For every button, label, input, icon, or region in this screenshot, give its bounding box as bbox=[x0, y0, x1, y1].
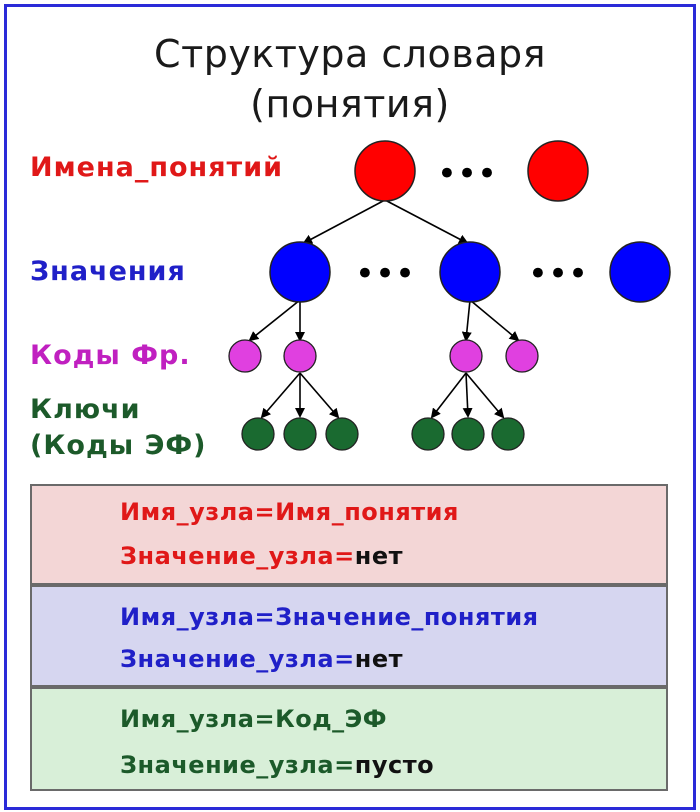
value-node bbox=[269, 241, 331, 303]
diagram-title: Структура словаря bbox=[154, 32, 546, 76]
key-node bbox=[241, 417, 275, 451]
legend-value-line2-value: нет bbox=[354, 645, 404, 673]
legend-key-line2-value: пусто bbox=[354, 751, 435, 779]
fr-node bbox=[228, 339, 262, 373]
legend-value-line2-prefix: Значение_узла= bbox=[120, 645, 355, 673]
legend-key-line2: Значение_узла=пусто bbox=[120, 751, 434, 779]
legend-value-line1: Имя_узла=Значение_понятия bbox=[120, 603, 539, 631]
key-node bbox=[491, 417, 525, 451]
ellipsis: ••• bbox=[355, 254, 415, 294]
legend-key-line1: Имя_узла=Код_ЭФ bbox=[120, 705, 387, 733]
edge bbox=[430, 372, 467, 419]
tree-diagram: ••• ••• ••• bbox=[228, 140, 671, 451]
diagram-subtitle: (понятия) bbox=[250, 82, 450, 126]
fr-node bbox=[505, 339, 539, 373]
concept-node bbox=[527, 140, 589, 202]
value-node bbox=[609, 241, 671, 303]
legend-concept-line2-value: нет bbox=[354, 542, 404, 570]
tree-edges bbox=[248, 199, 520, 419]
key-node bbox=[325, 417, 359, 451]
value-node bbox=[439, 241, 501, 303]
legend-box-key: Имя_узла=Код_ЭФ Значение_узла=пусто bbox=[30, 687, 668, 791]
edge bbox=[465, 372, 505, 419]
edge bbox=[462, 372, 473, 418]
label-concept-names: Имена_понятий bbox=[30, 152, 284, 183]
label-keys-codes: (Коды ЭФ) bbox=[30, 430, 207, 461]
legend-key-line2-prefix: Значение_узла= bbox=[120, 751, 355, 779]
key-node bbox=[451, 417, 485, 451]
edge bbox=[469, 299, 520, 342]
ellipsis: ••• bbox=[437, 154, 497, 194]
fr-node bbox=[283, 339, 317, 373]
fr-node bbox=[449, 339, 483, 373]
legend-concept-line2-prefix: Значение_узла= bbox=[120, 542, 355, 570]
legend-box-concept: Имя_узла=Имя_понятия Значение_узла=нет bbox=[30, 484, 668, 585]
label-keys: Ключи bbox=[30, 394, 141, 425]
edge bbox=[384, 199, 469, 244]
edge bbox=[302, 199, 386, 244]
legend-concept-line1: Имя_узла=Имя_понятия bbox=[120, 498, 459, 526]
legend-box-value: Имя_узла=Значение_понятия Значение_узла=… bbox=[30, 585, 668, 687]
label-fr-codes: Коды Фр. bbox=[30, 340, 191, 371]
edge bbox=[299, 372, 340, 419]
legend-concept-line2: Значение_узла=нет bbox=[120, 542, 403, 570]
edge bbox=[248, 299, 301, 342]
legend-value-line2: Значение_узла=нет bbox=[120, 645, 403, 673]
label-values: Значения bbox=[30, 256, 186, 287]
key-node bbox=[283, 417, 317, 451]
key-node bbox=[411, 417, 445, 451]
edge bbox=[260, 372, 301, 419]
concept-node bbox=[354, 140, 416, 202]
edge bbox=[461, 299, 472, 342]
diagram-frame bbox=[4, 4, 696, 810]
ellipsis: ••• bbox=[528, 254, 588, 294]
